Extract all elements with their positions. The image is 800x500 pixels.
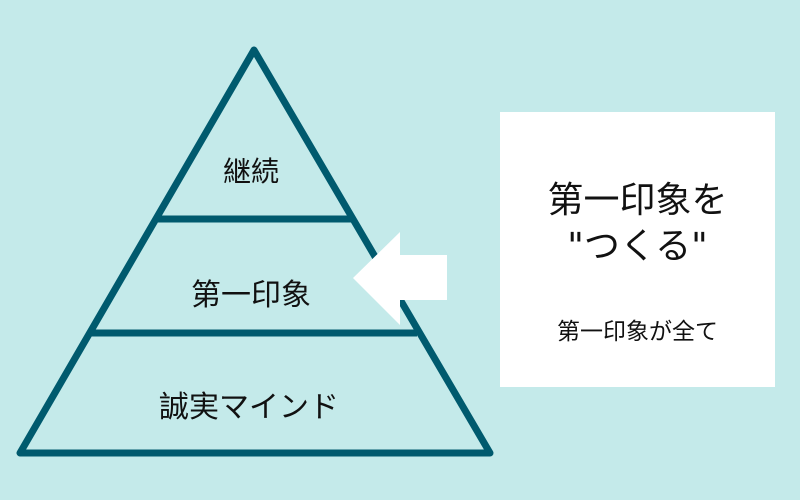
callout-title-line2: "つくる" [567,226,708,267]
pyramid-level-middle-label: 第一印象 [191,278,311,313]
callout-title-line1: 第一印象を [547,180,728,221]
callout-box: 第一印象を "つくる" 第一印象が全て [500,112,775,387]
callout-subtitle: 第一印象が全て [557,319,718,345]
pyramid-level-bottom-label: 誠実マインド [159,390,339,425]
left-arrow-icon [353,232,447,325]
callout-title: 第一印象を "つくる" [500,178,775,270]
pyramid-level-top-label: 継続 [222,155,280,188]
pyramid-outline [16,46,494,457]
